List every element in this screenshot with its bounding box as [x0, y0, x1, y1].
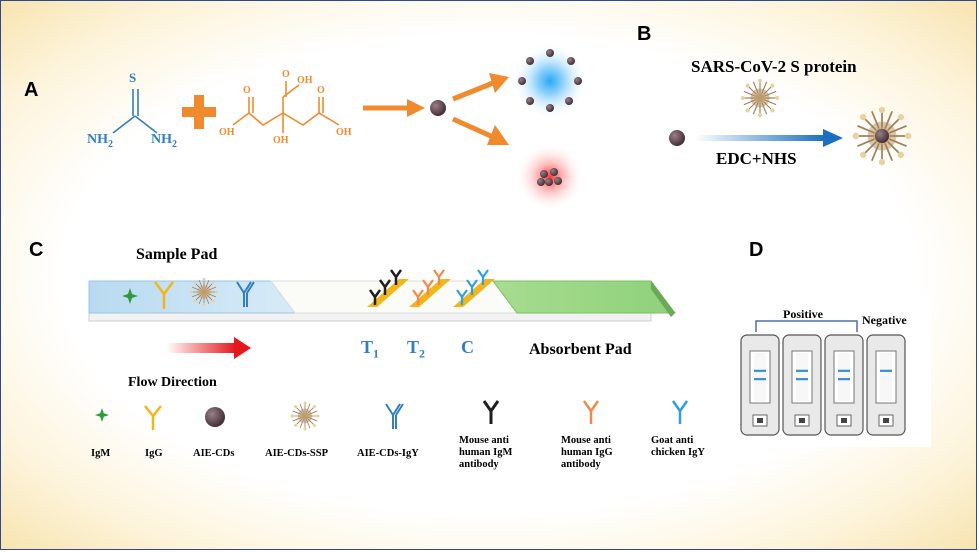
legend-goat-igy-icon [671, 400, 689, 424]
cassette-4 [866, 334, 906, 436]
cassette-2 [782, 334, 822, 436]
legend-igg-icon [144, 405, 162, 430]
legend-aie-cds-label: AIE-CDs [193, 448, 235, 459]
cassette-1 [740, 334, 780, 436]
atom-s: S [129, 70, 137, 85]
cassette-band [838, 369, 850, 372]
cassette-band [754, 378, 766, 381]
red-emission-glow [516, 143, 584, 211]
lateral-flow-cassettes [740, 334, 906, 436]
flow-direction-arrow [166, 337, 251, 359]
atom-oh4: OH [336, 127, 352, 138]
t1-label: T1 [361, 337, 380, 361]
panel-label-b: B [637, 23, 652, 45]
c-line [453, 269, 495, 307]
cassette-band [796, 369, 808, 372]
protein-label: SARS-CoV-2 S protein [691, 57, 857, 76]
split-arrow-up [452, 73, 509, 102]
cassette-band [838, 378, 850, 381]
aie-cds-igy-on-pad [236, 281, 255, 307]
positive-label: Positive [783, 307, 823, 321]
panel-label-a: A [24, 79, 39, 101]
atom-oh2: OH [219, 127, 235, 138]
igg-antibody-icon [154, 281, 174, 309]
legend-aie-cds-ssp-label: AIE-CDs-SSP [265, 448, 329, 459]
sample-pad [88, 280, 296, 314]
c-label: C [461, 337, 474, 357]
split-arrow-down [451, 116, 509, 145]
atom-nh2-left: NH2 [87, 132, 113, 150]
cassette-band [754, 369, 766, 372]
citric-acid-structure [232, 81, 340, 133]
spike-protein-icon [740, 78, 780, 118]
atom-oh1: OH [297, 75, 313, 86]
reagent-label: EDC+NHS [716, 149, 797, 168]
cassette-band [796, 378, 808, 381]
atom-oh3: OH [273, 135, 289, 146]
panel-label-c: C [29, 239, 44, 261]
absorbent-pad [492, 280, 676, 314]
legend-aie-cds-igy-label: AIE-CDs-IgY [357, 448, 419, 459]
legend-aie-cds-icon [205, 407, 225, 427]
negative-label: Negative [862, 313, 907, 327]
absorbent-pad-label: Absorbent Pad [529, 341, 632, 358]
atom-o1: O [243, 85, 251, 96]
cassette-band [880, 369, 892, 372]
legend-aie-cds-ssp-icon [290, 401, 320, 431]
cassette-3 [824, 334, 864, 436]
t2-line [409, 269, 451, 307]
conjugation-arrow [695, 129, 843, 147]
legend-igm-label: IgM [91, 448, 111, 459]
cd-particle [430, 100, 446, 116]
aie-cds-ssp-on-pad [189, 277, 219, 307]
legend-mouse-igm-icon [482, 400, 500, 424]
atom-o2: O [282, 69, 290, 80]
cd-particle-b [669, 130, 685, 146]
panel-label-d: D [749, 239, 764, 261]
thiourea-structure [112, 89, 158, 134]
t1-line [367, 269, 409, 307]
reaction-arrow [363, 99, 425, 117]
t2-label: T2 [407, 337, 426, 361]
atom-nh2-right: NH2 [151, 132, 177, 150]
legend-igm-icon [95, 408, 109, 422]
atom-o3: O [317, 85, 325, 96]
flow-direction-label: Flow Direction [128, 375, 217, 390]
blue-emission-glow [512, 43, 588, 119]
plus-icon [182, 95, 216, 129]
sample-pad-label: Sample Pad [136, 246, 218, 263]
legend-aie-cds-igy-icon [385, 403, 404, 429]
legend-igg-label: IgG [145, 448, 163, 459]
positive-bracket [755, 320, 858, 332]
igm-star-icon [122, 288, 138, 304]
legend-mouse-igg-icon [582, 400, 600, 424]
